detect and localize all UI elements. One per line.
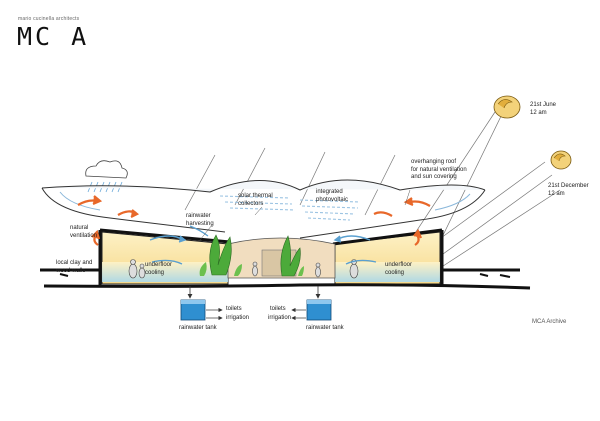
plant-icon — [199, 234, 242, 276]
ground-line — [40, 268, 531, 290]
label-rainwater-harvesting: rainwater harvesting — [186, 213, 214, 227]
label-underfloor-cooling-left: underfloor cooling — [145, 262, 173, 276]
label-underfloor-cooling-right: underfloor cooling — [385, 262, 413, 276]
roof-canopy — [41, 179, 486, 239]
label-rainwater-tank-left: rainwater tank — [179, 325, 217, 331]
label-toilets-left: toilets — [226, 306, 242, 312]
arrow-icon — [77, 195, 431, 246]
label-sun-december: 21st December 12 am — [548, 183, 589, 197]
label-irrigation-left: irrigation — [226, 315, 250, 321]
label-local-clay: local clay and wood walls — [56, 260, 93, 274]
label-solar-thermal: solar thermal collectors — [238, 193, 273, 207]
label-rainwater-tank-right: rainwater tank — [306, 325, 344, 331]
airflow-arrows — [149, 225, 377, 265]
plant-icon — [280, 235, 304, 277]
label-archive: MCA Archive — [532, 319, 567, 325]
photovoltaic-pattern — [219, 195, 361, 221]
right-building — [332, 228, 444, 286]
drain-pipes — [187, 286, 321, 299]
sun-icon — [550, 150, 572, 170]
water-tank-icon — [306, 299, 332, 321]
cloud-icon — [85, 160, 128, 179]
water-tank-icon — [180, 299, 206, 321]
label-integrated-pv: integrated photovoltaic — [316, 189, 349, 203]
label-irrigation-right: irrigation — [268, 315, 292, 321]
brand-logo: MC A — [17, 22, 90, 51]
label-toilets-right: toilets — [270, 306, 286, 312]
label-natural-ventilation: natural ventilation — [70, 225, 98, 239]
sun-icon — [493, 95, 521, 119]
firm-name: mario cucinella architects — [18, 16, 80, 22]
label-overhanging-roof: overhanging roof for natural ventilation… — [411, 159, 467, 180]
label-sun-june: 21st June 12 am — [530, 102, 557, 116]
